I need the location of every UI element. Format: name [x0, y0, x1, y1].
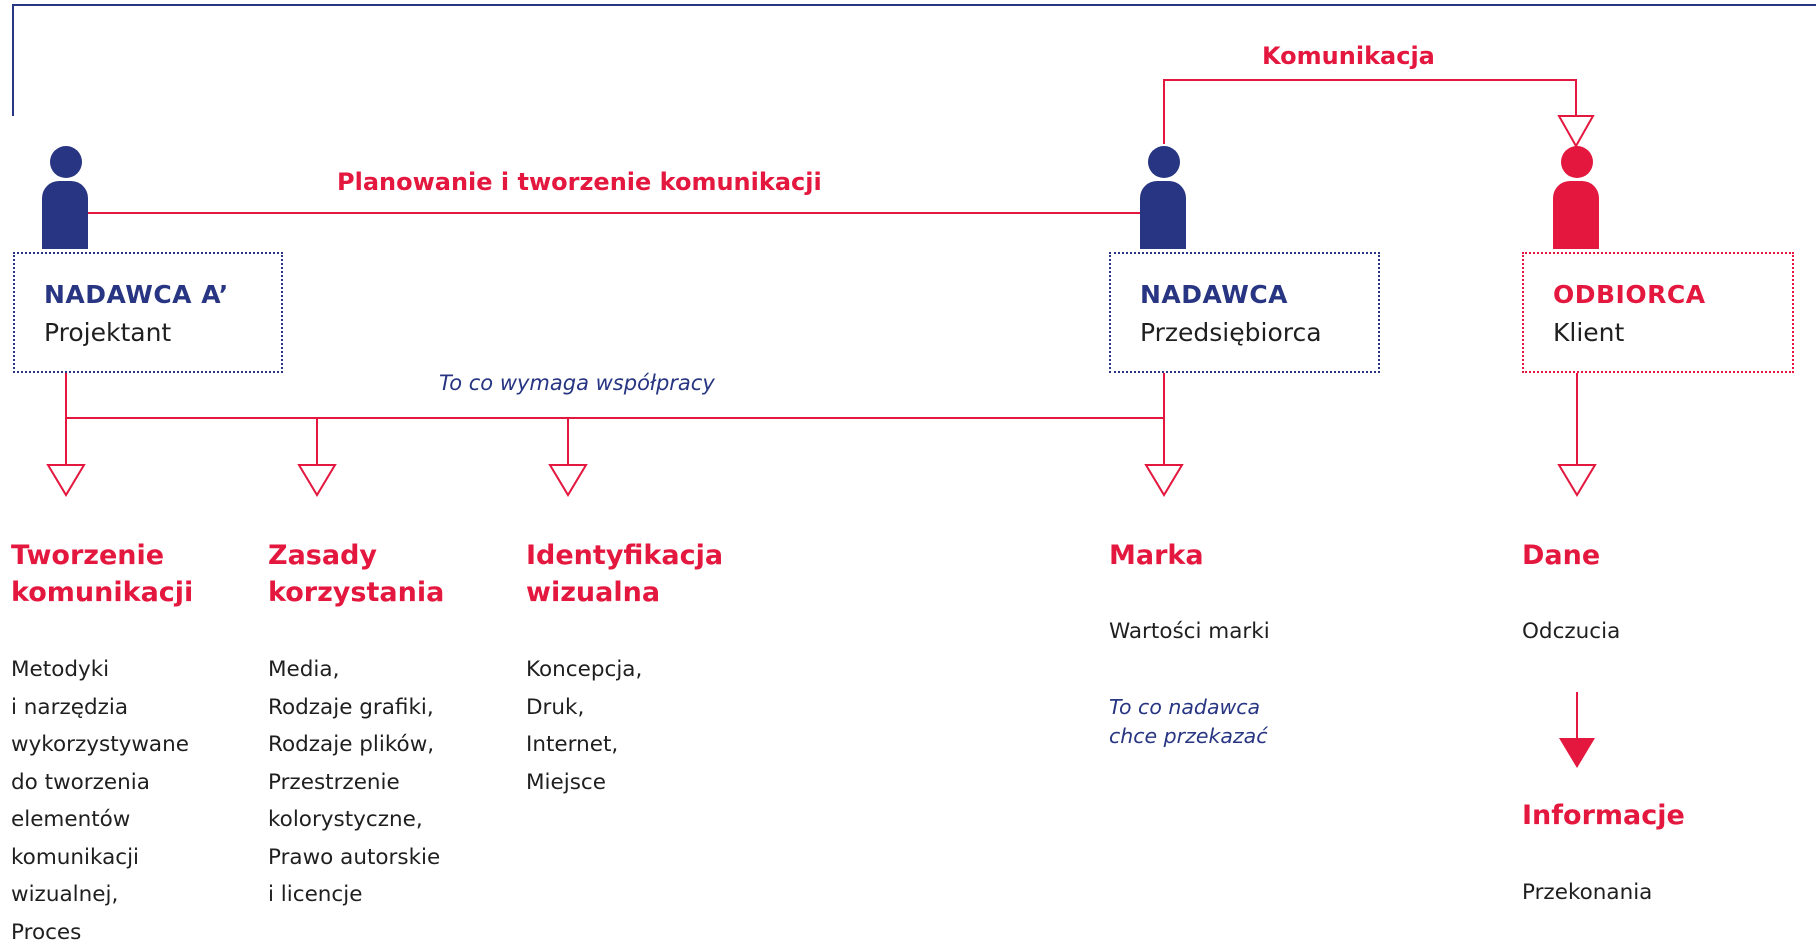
actor-box-projektant: NADAWCA A’ Projektant: [13, 252, 283, 373]
column-body-tworzenie: Metodyki i narzędzia wykorzystywane do t…: [11, 657, 189, 945]
column-note-marka: To co nadawca chce przekazać: [1109, 695, 1268, 748]
column-title-marka: Marka: [1109, 540, 1204, 571]
column-title-identyfikacja: Identyfikacja wizualna: [526, 540, 724, 608]
column-title-tworzenie: Tworzenie komunikacji: [11, 540, 194, 608]
column-title-informacje: Informacje: [1522, 800, 1685, 831]
komunikacja-connector: [1163, 79, 1577, 144]
cooperation-connector: [65, 373, 1165, 419]
cooperation-label: To co wymaga współpracy: [439, 371, 715, 395]
column-body-informacje: Przekonania: [1522, 880, 1653, 905]
planowanie-label: Planowanie i tworzenie komunikacji: [337, 168, 822, 196]
column-title-dane: Dane: [1522, 540, 1601, 571]
column-body-marka: Wartości marki: [1109, 619, 1270, 644]
actor-name: Klient: [1553, 318, 1625, 347]
actor-role: ODBIORCA: [1553, 280, 1706, 309]
komunikacja-label: Komunikacja: [1262, 42, 1435, 70]
actor-role: NADAWCA A’: [44, 280, 229, 309]
person-icon: [1553, 146, 1599, 249]
column-title-zasady: Zasady korzystania: [268, 540, 445, 608]
actor-name: Przedsiębiorca: [1140, 318, 1322, 347]
arrow-down-outline-icon: [548, 464, 588, 497]
actor-name: Projektant: [44, 318, 172, 347]
person-icon: [42, 146, 88, 249]
actor-role: NADAWCA: [1140, 280, 1289, 309]
column-body-dane: Odczucia: [1522, 619, 1621, 644]
frame-line: [12, 4, 1816, 116]
column-body-identyfikacja: Koncepcja, Druk, Internet, Miejsce: [526, 657, 643, 795]
column-body-zasady: Media, Rodzaje grafiki, Rodzaje plików, …: [268, 657, 441, 907]
arrow-down-filled-icon: [1559, 738, 1595, 768]
arrow-down-outline-icon: [46, 464, 86, 497]
actor-box-przedsiebiorca: NADAWCA Przedsiębiorca: [1109, 252, 1380, 373]
person-icon: [1140, 146, 1186, 249]
arrow-down-outline-icon: [297, 464, 337, 497]
arrow-down-outline-icon: [1557, 464, 1597, 497]
actor-box-klient: ODBIORCA Klient: [1522, 252, 1794, 373]
arrow-down-outline-icon: [1144, 464, 1184, 497]
arrow-down-outline-icon: [1557, 115, 1595, 149]
